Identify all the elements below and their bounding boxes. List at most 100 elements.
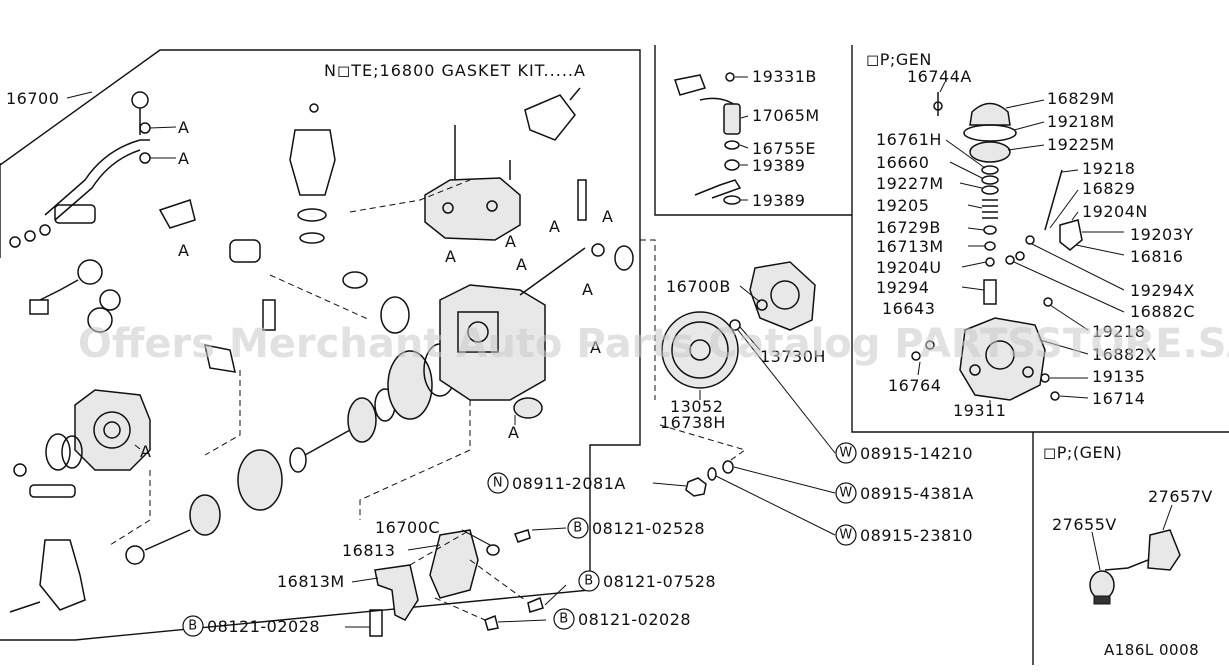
governor-body (959, 317, 1046, 401)
oil-seal (614, 245, 634, 271)
gen-option-frame (851, 45, 1229, 433)
kit-marker: A (140, 442, 151, 461)
pump-housing (439, 284, 546, 401)
speed-control-lever (39, 539, 86, 611)
part-19331B: 19331B (752, 67, 817, 86)
nozzle-frame (654, 45, 852, 216)
svg-text:W: W (839, 528, 852, 543)
kit-marker: A (505, 232, 516, 251)
marker-b-02028-right: B (553, 608, 575, 630)
kit-marker: A (549, 217, 560, 236)
without-gen-drawing (1089, 504, 1181, 605)
part-16700B: 16700B (666, 277, 731, 296)
bracket-section (345, 527, 567, 637)
part-08915-4381A: 08915-4381A (860, 484, 974, 503)
kit-marker: A (445, 247, 456, 266)
banjo-bolt (131, 91, 149, 109)
part-16700C: 16700C (375, 518, 440, 537)
svg-text:W: W (839, 446, 852, 461)
part-13052: 13052 (670, 397, 723, 416)
bracket-16813 (429, 529, 479, 599)
governor-spring (982, 199, 998, 219)
drive-gear (189, 494, 221, 536)
part-16813: 16813 (342, 541, 395, 560)
part-08121-07528: 08121-07528 (603, 572, 716, 591)
marker-n-2081A: N (487, 472, 509, 494)
watermark: Offers Merchant Auto Parts Catalog PARTS… (78, 321, 1229, 367)
part-19203Y: 19203Y (1130, 225, 1194, 244)
sensor-27655V (1089, 570, 1115, 600)
part-16714: 16714 (1092, 389, 1145, 408)
main-pump-frame (0, 49, 641, 641)
part-19204N: 19204N (1082, 202, 1148, 221)
marker-w-23810: W (835, 524, 857, 546)
kit-marker: A (178, 149, 189, 168)
mounting-gasket (749, 261, 816, 331)
nut (685, 477, 707, 497)
marker-w-14210: W (835, 442, 857, 464)
part-19311: 19311 (953, 401, 1006, 420)
marker-b-02528: B (567, 517, 589, 539)
part-19204U: 19204U (876, 258, 942, 277)
marker-w-4381A: W (835, 482, 857, 504)
marker-b-02028-left: B (182, 615, 204, 637)
kit-marker: A (178, 118, 189, 137)
part-16761H: 16761H (876, 130, 942, 149)
pump-rear-flange (74, 389, 151, 471)
governor-cover (424, 177, 521, 241)
svg-text:B: B (573, 521, 582, 536)
governor-weights (237, 449, 283, 511)
part-19218M: 19218M (1047, 112, 1115, 131)
part-19227M: 19227M (876, 174, 944, 193)
drive-section (652, 261, 836, 536)
part-08911-2081A: 08911-2081A (512, 474, 626, 493)
svg-text:N: N (493, 476, 503, 491)
part-13730H: 13730H (760, 347, 826, 366)
svg-text:B: B (559, 612, 568, 627)
part-16643: 16643 (882, 299, 935, 318)
marker-b-07528: B (578, 570, 600, 592)
part-08121-02028-right: 08121-02028 (578, 610, 691, 629)
part-19294X: 19294X (1130, 281, 1195, 300)
part-16813M: 16813M (277, 572, 345, 591)
part-19218-lower: 19218 (1092, 322, 1145, 341)
diaphragm-cover (969, 102, 1011, 126)
part-27655V: 27655V (1052, 515, 1117, 534)
svg-text:W: W (839, 486, 852, 501)
kit-marker: A (590, 338, 601, 357)
fuel-cut-valve (723, 103, 741, 135)
gen-option-drawing (911, 81, 1125, 410)
part-16700: 16700 (6, 89, 59, 108)
part-16882C: 16882C (1130, 302, 1195, 321)
regulating-valve (289, 129, 336, 196)
option-gen-label: ◻P;GEN (866, 50, 932, 69)
part-08121-02528: 08121-02528 (592, 519, 705, 538)
adjusting-lever (524, 94, 576, 141)
svg-text:B: B (188, 619, 197, 634)
part-17065M: 17065M (752, 106, 820, 125)
part-19218: 19218 (1082, 159, 1135, 178)
part-19389-lower: 19389 (752, 191, 805, 210)
part-16660: 16660 (876, 153, 929, 172)
main-pump-drawing: A A A A (9, 87, 656, 613)
part-16755E: 16755E (752, 139, 816, 158)
part-16729B: 16729B (876, 218, 941, 237)
kit-marker: A (178, 241, 189, 260)
cam-plate (347, 397, 377, 443)
part-27657V: 27657V (1148, 487, 1213, 506)
part-08915-23810: 08915-23810 (860, 526, 973, 545)
gasket-kit-note: N◻TE;16800 GASKET KIT.....A (324, 61, 586, 80)
kit-marker: A (508, 423, 519, 442)
kit-marker: A (582, 280, 593, 299)
part-19294: 19294 (876, 278, 929, 297)
part-08121-02028-left: 08121-02028 (207, 617, 320, 636)
fuel-cut-solenoid (77, 259, 103, 285)
kit-marker: A (602, 207, 613, 226)
part-19205: 19205 (876, 196, 929, 215)
part-16713M: 16713M (876, 237, 944, 256)
nozzle-section (674, 72, 749, 205)
part-19135: 19135 (1092, 367, 1145, 386)
bracket-16813M (374, 564, 419, 621)
kit-marker: A (516, 255, 527, 274)
